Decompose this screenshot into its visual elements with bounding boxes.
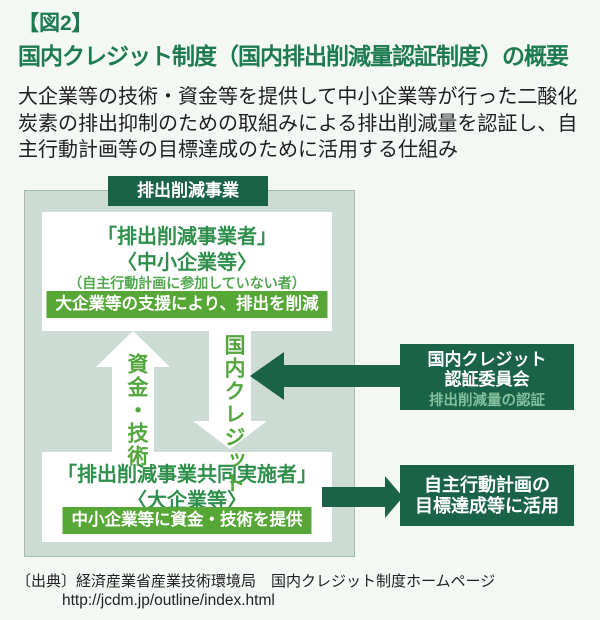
usage-line1: 自主行動計画の bbox=[424, 475, 550, 495]
domestic-credit-label: 国内クレジット bbox=[222, 334, 245, 495]
joint-implementer-subtitle: 〈大企業等〉 bbox=[127, 490, 247, 512]
source-url: http://jcdm.jp/outline/index.html bbox=[62, 592, 275, 609]
usage-line2: 目標達成等に活用 bbox=[415, 496, 559, 516]
action-plan-usage-box: 自主行動計画の 目標達成等に活用 bbox=[400, 465, 574, 526]
up-arrow-icon bbox=[96, 331, 170, 452]
funds-technology-label: 資金・技術 bbox=[125, 353, 148, 468]
panel-header-tab: 排出削減事業 bbox=[108, 176, 268, 206]
emission-reducer-subtitle: 〈中小企業等〉 bbox=[117, 252, 257, 274]
left-arrow-icon bbox=[250, 352, 400, 400]
committee-name-line1: 国内クレジット bbox=[427, 350, 547, 369]
emission-reducer-action-bar: 大企業等の支援により、排出を削減 bbox=[46, 291, 328, 318]
joint-implementer-action-bar: 中小企業等に資金・技術を提供 bbox=[62, 507, 312, 534]
committee-name-line2: 認証委員会 bbox=[444, 370, 530, 389]
source-citation: 〔出典〕経済産業省産業技術環境局 国内クレジット制度ホームページ bbox=[16, 573, 496, 590]
joint-implementer-title: 「排出削減事業共同実施者」 bbox=[57, 464, 317, 486]
right-arrow-icon bbox=[322, 476, 403, 518]
down-arrow-icon bbox=[193, 331, 267, 449]
emission-reducer-box: 「排出削減事業者」 〈中小企業等〉 （自主行動計画に参加していない者） 大企業等… bbox=[42, 212, 332, 331]
emission-reducer-note: （自主行動計画に参加していない者） bbox=[68, 275, 306, 291]
emission-reducer-title: 「排出削減事業者」 bbox=[97, 226, 277, 248]
joint-implementer-box: 「排出削減事業共同実施者」 〈大企業等〉 中小企業等に資金・技術を提供 bbox=[42, 452, 332, 542]
certification-committee-box: 国内クレジット 認証委員会 排出削減量の認証 bbox=[400, 344, 574, 410]
page-description: 大企業等の技術・資金等を提供して中小企業等が行った二酸化炭素の排出抑制のための取… bbox=[18, 86, 578, 161]
committee-role-note: 排出削減量の認証 bbox=[429, 393, 545, 409]
figure-number-label: 【図2】 bbox=[18, 12, 93, 35]
page-title: 国内クレジット制度（国内排出削減量認証制度）の概要 bbox=[18, 43, 569, 69]
